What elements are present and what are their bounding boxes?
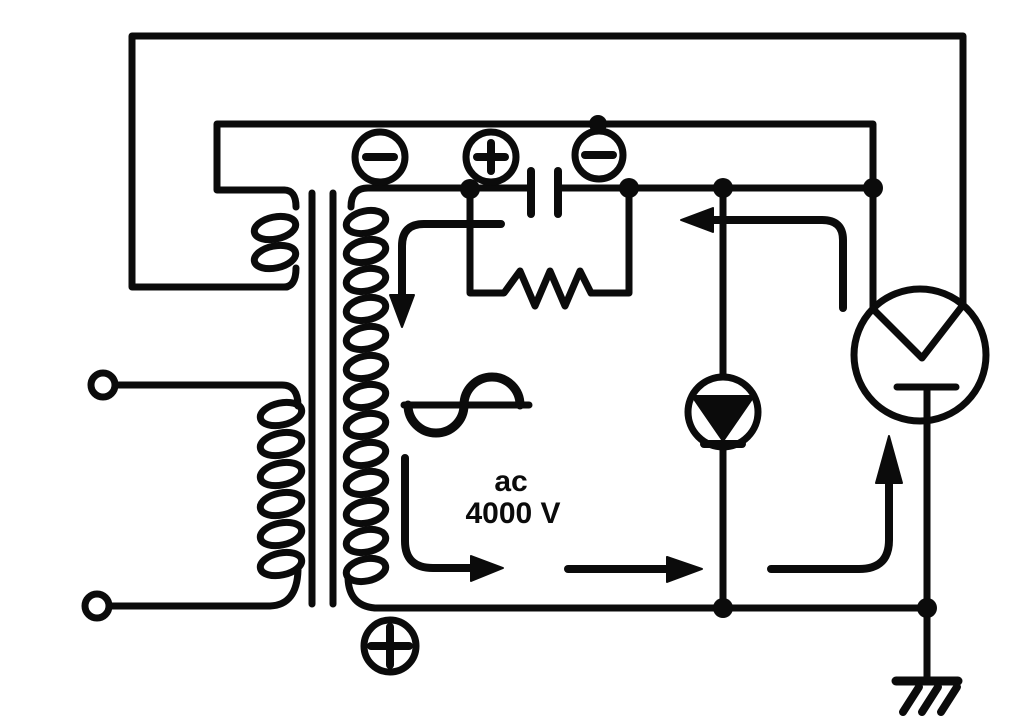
coil-turn (250, 212, 300, 244)
minus-circle-icon (351, 128, 409, 186)
coil-turn (250, 241, 300, 273)
secondary-bottom-connector (344, 574, 379, 612)
coil-turn (256, 518, 306, 550)
primary-bottom-lead (105, 566, 302, 610)
coil-turn (342, 380, 390, 412)
xray-tube (850, 285, 990, 612)
outer-filament-wire (128, 32, 967, 309)
filament-winding (250, 212, 300, 273)
coil-turn (342, 409, 390, 441)
plus-circle-icon (462, 128, 520, 186)
filament-winding-bottom-connector (280, 264, 300, 291)
coil-turn (342, 554, 390, 586)
coil-turn (256, 428, 306, 460)
junction-dots (460, 115, 937, 618)
coil-turn (342, 235, 390, 267)
ground-slash-1 (899, 683, 923, 716)
ground-symbol (891, 604, 963, 716)
polarity-plus-badge-secondary-bottom (360, 616, 420, 676)
flow-arrow-curve-right-shaft (401, 454, 475, 572)
flow-arrow-left-shaft (709, 216, 847, 312)
polarity-minus-badge-filament-wire (571, 127, 627, 183)
coil-turn (256, 458, 306, 490)
coil-turn (342, 206, 390, 238)
ac-waveform-symbol (400, 372, 533, 438)
flow-arrow-bottom-right-pointing (564, 556, 703, 583)
arrowhead-down-icon (389, 294, 415, 328)
flow-arrow-top-left-pointing (680, 207, 847, 312)
junction-dot (917, 598, 937, 618)
junction-dot (460, 179, 480, 199)
voltage-label: 4000 V (465, 497, 560, 530)
sine-wave-icon (403, 372, 525, 438)
junction-dot (863, 178, 883, 198)
arrowhead-right-icon (470, 555, 504, 582)
flow-arrow-down-left (389, 220, 505, 328)
coil-turn (342, 351, 390, 383)
ground-slash-3 (937, 683, 961, 716)
coil-turn (342, 322, 390, 354)
arrowhead-up-icon (875, 435, 903, 484)
input-terminal-top (87, 369, 119, 401)
flow-arrows (389, 207, 903, 583)
coil-turn (342, 264, 390, 296)
polarity-minus-badge-secondary-top (351, 128, 409, 186)
rectifier-diode (684, 184, 762, 612)
primary-winding (256, 398, 306, 580)
ground-slash-2 (918, 683, 942, 716)
plus-circle-icon (360, 616, 420, 676)
filament-winding-top-connector (280, 186, 300, 211)
resistor-bypass-loop (466, 185, 633, 310)
ac-label: ac (494, 465, 527, 498)
junction-dot (589, 115, 607, 133)
coil-turn (342, 467, 390, 499)
coil-turn (342, 438, 390, 470)
input-terminal-bottom (81, 590, 113, 622)
coil-turn (256, 398, 306, 430)
coil-turn (342, 293, 390, 325)
polarity-plus-badge-capacitor (462, 128, 520, 186)
flow-arrow-up-to-tube (767, 435, 903, 573)
secondary-top-connector (347, 184, 372, 211)
tube-filament-cathode (869, 301, 967, 362)
arrowhead-left-icon (680, 207, 714, 233)
junction-dot (619, 178, 639, 198)
secondary-winding (342, 206, 390, 586)
flow-arrow-bottom-curve-right (401, 454, 504, 582)
coil-turn (342, 525, 390, 557)
arrowhead-right-icon (666, 556, 703, 583)
flow-arrow-up-shaft (767, 479, 893, 573)
coil-turn (342, 496, 390, 528)
transformer (81, 184, 390, 622)
coil-turn (256, 548, 306, 580)
coil-turn (256, 488, 306, 520)
diode-triangle (691, 395, 755, 442)
junction-dot (713, 178, 733, 198)
junction-dot (713, 598, 733, 618)
flow-arrow-down-left-shaft (398, 220, 505, 301)
